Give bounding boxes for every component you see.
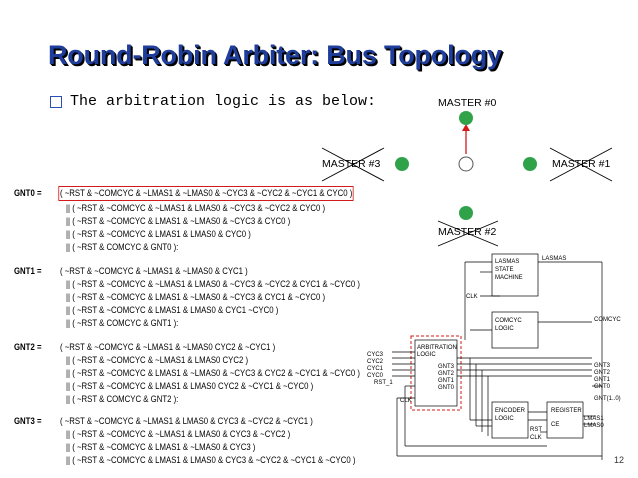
register-out-lmas0: LMAS0 [584,423,604,429]
gnt1-line-1: || ( ~RST & ~COMCYC & ~LMAS1 & LMAS0 & ~… [66,279,360,290]
arb-out-gnt0: GNT0 [438,385,455,391]
register-out-lmas1: LMAS1 [584,416,604,422]
arb-text-0: ARBITRATION [417,345,457,351]
master-2-node [459,206,473,220]
gnt2-line-2: || ( ~RST & ~COMCYC & LMAS1 & ~LMAS0 & ~… [66,368,360,379]
right-out-gnt0: GNT0 [594,384,611,390]
arb-out-gnt2: GNT2 [438,371,455,377]
gnt1-line-2: || ( ~RST & ~COMCYC & LMAS1 & ~LMAS0 & ~… [66,292,326,303]
gnt0-line-4: || ( ~RST & COMCYC & GNT0 ): [66,242,179,253]
master-2-label: MASTER #2 [438,226,497,238]
gnt3-line-1: || ( ~RST & ~COMCYC & ~LMAS1 & LMAS0 & C… [66,429,291,440]
grant-arrowhead [462,124,470,131]
lasmas-block [491,253,539,297]
encoder-text-0: ENCODER [495,408,526,414]
gnt0-label: GNT0 = [14,188,42,199]
arbitration-highlight [410,335,462,411]
arb-in-cyc0: CYC0 [367,373,384,379]
right-out-gnt3: GNT3 [594,363,611,369]
arb-rst-label: RST_1 [374,380,393,386]
master-0-node [459,111,473,125]
arb-out-gnt1: GNT1 [438,378,455,384]
cross-m1-b [549,147,613,182]
lasmas-text-1: STATE [495,267,513,273]
arb-text-1: LOGIC [417,352,436,358]
gnt0-line-2: || ( ~RST & ~COMCYC & LMAS1 & ~LMAS0 & ~… [66,216,291,227]
slide-title: Round-Robin Arbiter: Bus Topology [48,40,502,70]
right-out-gnt1: GNT1 [594,377,611,383]
register-ce-label: CE [551,422,559,428]
gnt3-label: GNT3 = [14,416,42,427]
arb-out-gnt3: GNT3 [438,364,455,370]
gnt2-line-0: ( ~RST & ~COMCYC & ~LMAS1 & ~LMAS0 CYC2 … [60,342,276,353]
lasmas-text-2: MACHINE [495,275,523,281]
comcyc-text-0: COMCYC [495,318,522,324]
gnt2-line-1: || ( ~RST & ~COMCYC & ~LMAS1 & LMAS0 CYC… [66,355,249,366]
master-0-label: MASTER #0 [438,97,497,109]
gnt2-line-4: || ( ~RST & COMCYC & GNT2 ): [66,394,179,405]
gnt2-line-3: || ( ~RST & ~COMCYC & LMAS1 & LMAS0 CYC2… [66,381,314,392]
encoder-text-1: LOGIC [495,416,514,422]
gnt1-line-4: || ( ~RST & COMCYC & GNT1 ): [66,318,179,329]
right-out-gnt-bus: GNT(1..0) [594,396,621,402]
clk-label-top: CLK [466,294,478,300]
gnt3-line-3: || ( ~RST & ~COMCYC & LMAS1 & LMAS0 & CY… [66,455,356,466]
master-3-label: MASTER #3 [322,158,381,170]
lasmas-out-label: LASMAS [542,256,566,262]
gnt3-line-0: ( ~RST & ~COMCYC & ~LMAS1 & LMAS0 & CYC3… [60,416,313,427]
register-rst-label: RST [530,427,542,433]
arb-in-cyc3: CYC3 [367,352,384,358]
bus-center-node [458,156,474,172]
gnt1-label: GNT1 = [14,266,42,277]
comcyc-out-label: COMCYC [594,317,621,323]
gnt3-line-2: || ( ~RST & ~COMCYC & LMAS1 & ~LMAS0 & C… [66,442,256,453]
bullet-square-icon [50,96,62,108]
arbitration-block [414,339,458,407]
register-clk-label: CLK [530,435,542,441]
gnt1-line-3: || ( ~RST & ~COMCYC & LMAS1 & LMAS0 & CY… [66,305,279,316]
arb-in-cyc1: CYC1 [367,366,384,372]
arb-in-cyc2: CYC2 [367,359,384,365]
bullet-text: The arbitration logic is as below: [70,93,377,110]
gnt0-line-1: || ( ~RST & ~COMCYC & ~LMAS1 & LMAS0 & ~… [66,203,326,214]
cross-m3-b [321,147,385,182]
gnt1-line-0: ( ~RST & ~COMCYC & ~LMAS1 & ~LMAS0 & CYC… [60,266,248,277]
arb-clk-label: CLK [400,398,412,404]
comcyc-text-1: LOGIC [495,326,514,332]
gnt2-label: GNT2 = [14,342,42,353]
gnt0-line-0: ( ~RST & ~COMCYC & ~LMAS1 & ~LMAS0 & ~CY… [58,186,354,201]
master-1-node [523,157,537,171]
page-number: 12 [613,455,624,465]
register-text: REGISTER [551,408,582,414]
lasmas-text-0: LASMAS [495,259,519,265]
cross-m2-b [437,220,499,247]
gnt0-line-3: || ( ~RST & ~COMCYC & LMAS1 & LMAS0 & CY… [66,229,251,240]
right-out-gnt2: GNT2 [594,370,611,376]
master-3-node [395,157,409,171]
master-1-label: MASTER #1 [552,158,611,170]
